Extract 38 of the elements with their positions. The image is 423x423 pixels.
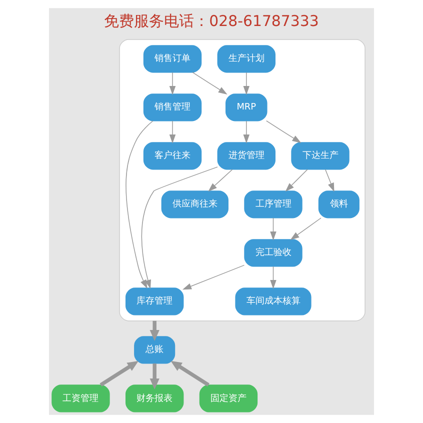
arrow [126,120,154,289]
node-box: 总账 [134,336,176,364]
node-box: 进货管理 [217,142,276,170]
arrow [243,120,250,144]
arrow [192,72,228,95]
arrow [169,120,176,144]
arrow [100,360,139,387]
arrow [141,166,218,289]
arrow [150,320,160,342]
node-box: 工序管理 [244,190,302,218]
node-box: 领料 [318,190,360,218]
node-box: 完工验收 [244,239,302,267]
node-box: 车间成本核算 [235,288,312,316]
arrow [270,266,276,289]
node-box: 客户往来 [143,142,202,170]
arrow [170,360,210,387]
diagram-title: 免费服务电话：028-61787333 [104,12,319,30]
arrow [290,218,322,240]
arrow [270,218,276,240]
node-box: 销售订单 [143,45,202,73]
cluster [119,39,366,322]
arrow [182,264,245,290]
node-box: 生产计划 [217,45,276,73]
node-box: 库存管理 [126,288,184,316]
arrow [169,72,176,95]
node-box: 工资管理 [52,384,110,412]
node-box: 销售管理 [143,94,202,122]
node-box: 固定资产 [199,384,258,412]
arrow [266,120,302,144]
arrow [208,169,233,192]
arrow [285,169,308,192]
node-box: MRP [226,94,268,122]
node-box: 财务报表 [126,384,184,412]
node-box: 供应商往来 [161,190,228,218]
arrow [325,169,334,192]
arrow [243,72,250,95]
arrow [150,364,160,390]
node-box: 下达生产 [291,142,350,170]
